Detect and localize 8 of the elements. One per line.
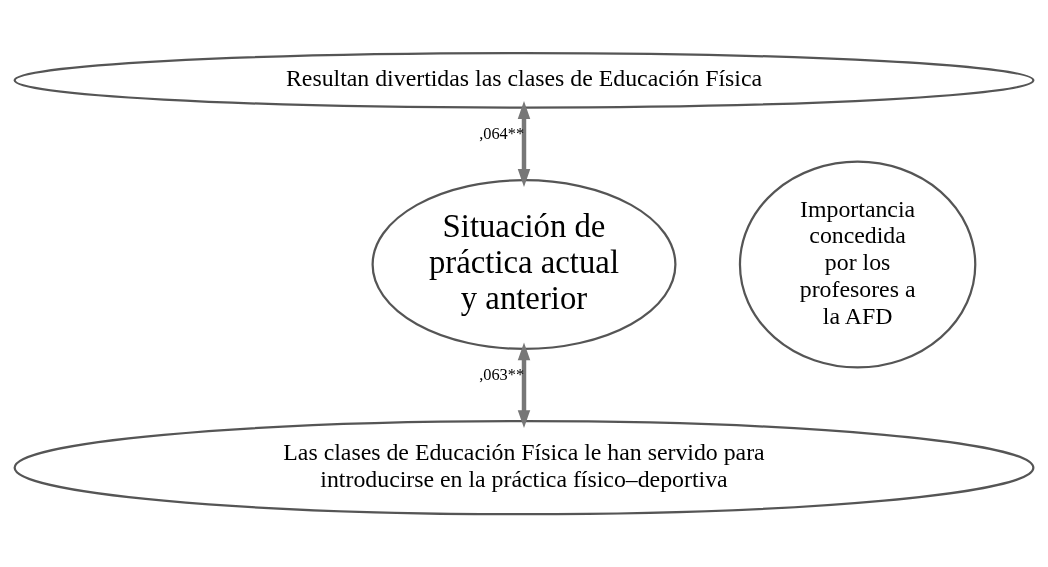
arrow (517, 101, 531, 187)
node-ellipse: Las clases de Educación Física le han servido para introducirse en la práctica físico–deportiva (13, 420, 1035, 516)
arrow (517, 342, 531, 429)
node-ellipse: Situación de práctica actual y anterior (371, 179, 677, 350)
edge-label: ,063** (479, 365, 525, 385)
node-ellipse: Importancia concedida por los profesores a la AFD (738, 160, 977, 369)
node-ellipse: Resultan divertidas las clases de Educación Física (13, 52, 1035, 109)
edge-label: ,064** (479, 124, 525, 144)
